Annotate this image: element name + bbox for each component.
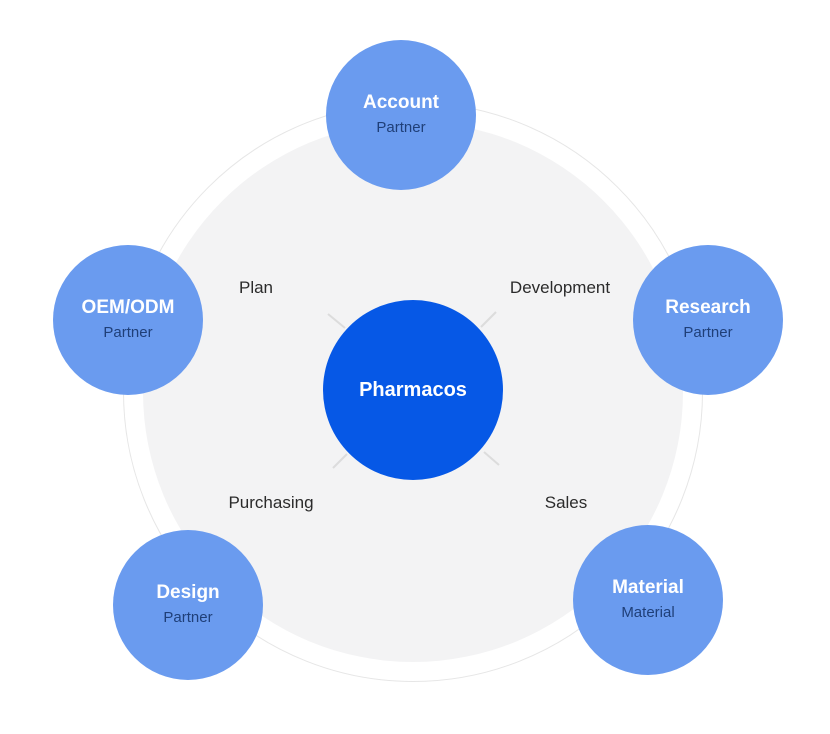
node-title: Material bbox=[612, 577, 684, 598]
connector-bottom-left bbox=[332, 453, 348, 469]
node-material: Material Material bbox=[573, 525, 723, 675]
node-research: Research Partner bbox=[633, 245, 783, 395]
node-title: Research bbox=[665, 297, 751, 318]
flow-label-development: Development bbox=[509, 278, 611, 297]
node-title: Design bbox=[156, 582, 220, 603]
connector-bottom-right bbox=[483, 451, 500, 466]
flow-label-sales: Sales bbox=[544, 493, 588, 512]
node-subtitle: Material bbox=[621, 604, 675, 621]
node-oem-odm: OEM/ODM Partner bbox=[53, 245, 203, 395]
hub-label: Pharmacos bbox=[359, 378, 467, 401]
connector-top-right bbox=[480, 311, 497, 328]
flow-label-purchasing: Purchasing bbox=[228, 493, 314, 512]
node-subtitle: Partner bbox=[683, 324, 733, 341]
node-subtitle: Partner bbox=[103, 324, 153, 341]
node-account: Account Partner bbox=[326, 40, 476, 190]
node-design: Design Partner bbox=[113, 530, 263, 680]
node-title: Account bbox=[363, 92, 439, 113]
flow-label-plan: Plan bbox=[238, 278, 274, 297]
hub-circle: Pharmacos bbox=[323, 300, 503, 480]
node-subtitle: Partner bbox=[376, 119, 426, 136]
node-title: OEM/ODM bbox=[81, 297, 175, 318]
connector-top-left bbox=[327, 313, 346, 329]
node-subtitle: Partner bbox=[163, 609, 213, 626]
